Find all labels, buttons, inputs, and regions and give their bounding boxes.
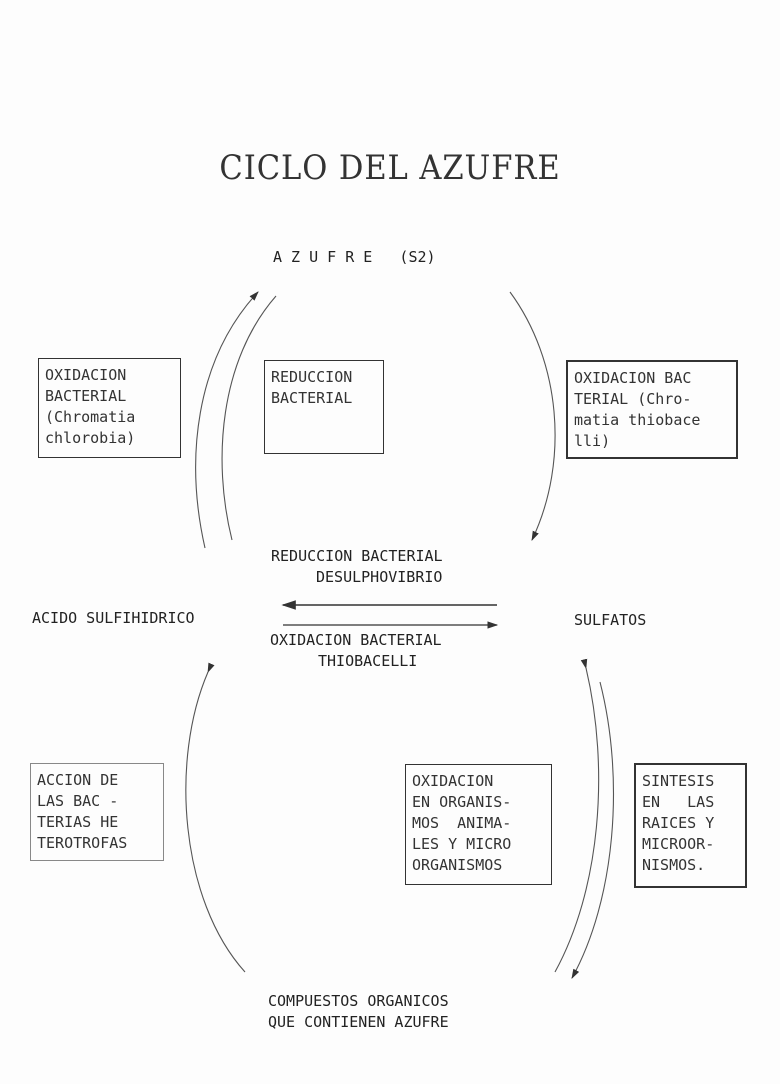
node-sulfatos: SULFATOS [574,611,647,629]
center-reduccion-line2: DESULPHOVIBRIO [316,568,443,586]
arc-right-upper [509,291,556,541]
box-oxidacion-organismos: OXIDACION EN ORGANIS- MOS ANIMA- LES Y M… [405,764,552,885]
node-acido-sulfihidrico: ACIDO SULFIHIDRICO [32,609,195,627]
node-azufre: A Z U F R E (S2) [273,248,436,266]
arc-left-upper-inner [221,295,277,541]
diagram-title: CICLO DEL AZUFRE [219,148,561,188]
box-oxidacion-chromatia: OXIDACION BACTERIAL (Chromatia chlorobia… [38,358,181,458]
box-oxidacion-thiobacelli: OXIDACION BAC TERIAL (Chro- matia thioba… [566,360,738,459]
center-oxidacion-line1: OXIDACION BACTERIAL [270,631,442,649]
box-reduccion-bacterial: REDUCCION BACTERIAL [264,360,384,454]
arc-left-lower [185,662,246,973]
arc-right-lower-outer [571,681,614,979]
box-accion-bacterias: ACCION DE LAS BAC - TERIAS HE TEROTROFAS [30,763,164,861]
node-compuestos-line2: QUE CONTIENEN AZUFRE [268,1013,449,1031]
node-compuestos-line1: COMPUESTOS ORGANICOS [268,992,449,1010]
center-oxidacion-line2: THIOBACELLI [318,652,418,670]
arc-left-upper-outer [195,291,259,549]
box-sintesis-raices: SINTESIS EN LAS RAICES Y MICROOR- NISMOS… [634,763,747,888]
center-reduccion-line1: REDUCCION BACTERIAL [271,547,443,565]
arc-right-lower-inner [554,658,600,973]
